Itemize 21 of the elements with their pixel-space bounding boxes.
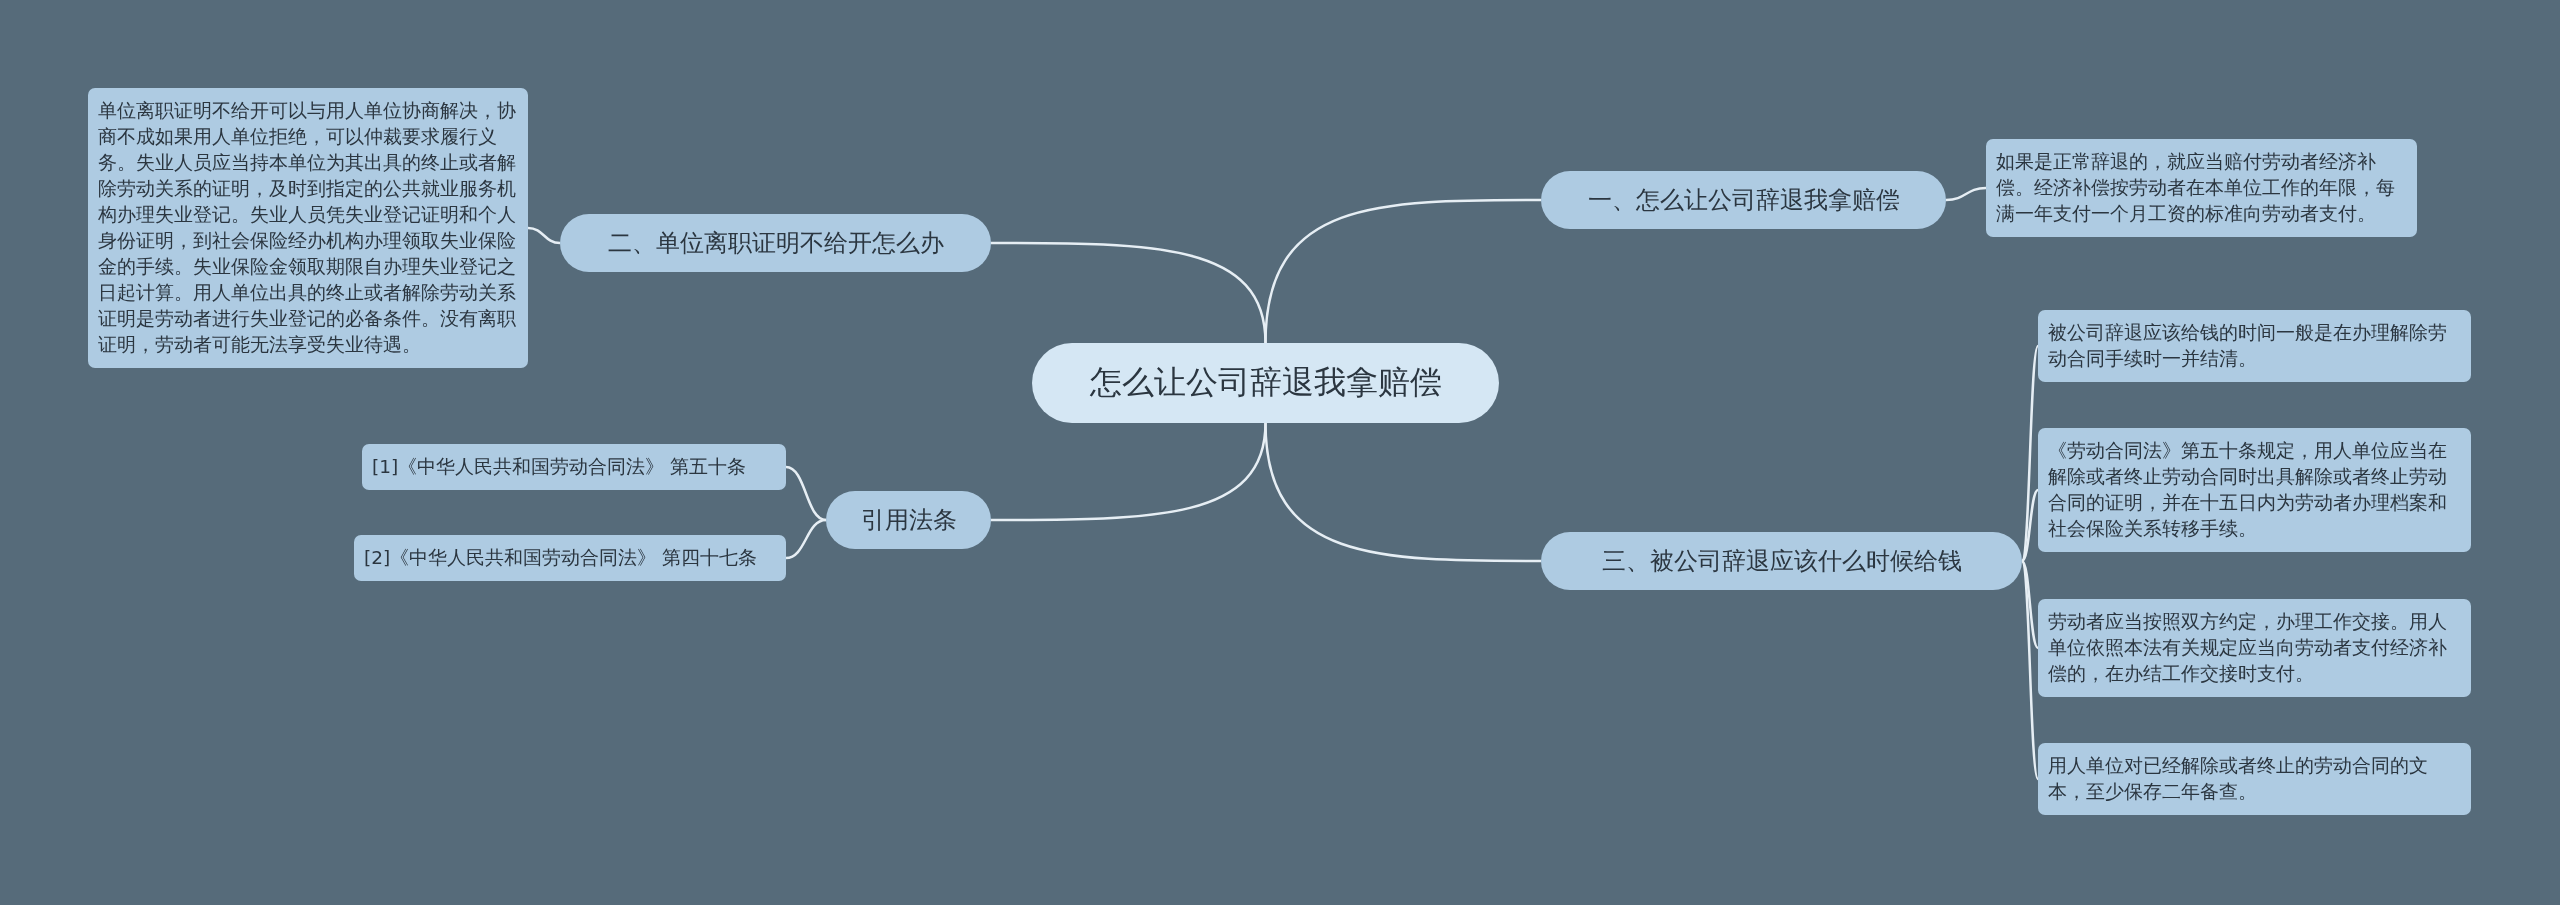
branch-topic: 引用法条 xyxy=(826,491,991,549)
connector-line xyxy=(785,465,827,522)
note-box: [2]《中华人民共和国劳动合同法》 第四十七条 xyxy=(354,535,786,581)
connector-line xyxy=(785,518,827,560)
note-box: 单位离职证明不给开可以与用人单位协商解决，协商不成如果用人单位拒绝，可以仲裁要求履行义务。失业人员应当持本单位为其出具的终止或者解除劳动关系的证明，及时到指定的公共就业服务机构办理失业登记。失业人员凭失业登记证明和个人身份证明，到社会保险经办机构办理领取失业保险金的手续。失业保险金领取期限自办理失业登记之日起计算。用人单位出具的终止或者解除劳动关系证明是劳动者进行失业登记的必备条件。没有离职证明，劳动者可能无法享受失业待遇。 xyxy=(88,88,528,368)
central-topic: 怎么让公司辞退我拿赔偿 xyxy=(1032,343,1499,423)
branch-topic: 三、被公司辞退应该什么时候给钱 xyxy=(1541,532,2022,590)
connector-line xyxy=(2021,560,2039,649)
connector-line xyxy=(991,241,1267,344)
branch-topic: 二、单位离职证明不给开怎么办 xyxy=(560,214,991,272)
connector-line xyxy=(527,226,561,245)
connector-line xyxy=(2021,489,2039,562)
note-box: 如果是正常辞退的，就应当赔付劳动者经济补偿。经济补偿按劳动者在本单位工作的年限，每满一年支付一个月工资的标准向劳动者支付。 xyxy=(1986,139,2417,237)
connector-line xyxy=(1264,422,1541,563)
note-box: 被公司辞退应该给钱的时间一般是在办理解除劳动合同手续时一并结清。 xyxy=(2038,310,2471,382)
branch-topic: 一、怎么让公司辞退我拿赔偿 xyxy=(1541,171,1946,229)
note-box: 《劳动合同法》第五十条规定，用人单位应当在解除或者终止劳动合同时出具解除或者终止劳动合同的证明，并在十五日内为劳动者办理档案和社会保险关系转移手续。 xyxy=(2038,428,2471,552)
connector-line xyxy=(1945,186,1987,202)
note-box: 劳动者应当按照双方约定，办理工作交接。用人单位依照本法有关规定应当向劳动者支付经济补偿的，在办结工作交接时支付。 xyxy=(2038,599,2471,697)
note-box: [1]《中华人民共和国劳动合同法》 第五十条 xyxy=(362,444,786,490)
note-box: 用人单位对已经解除或者终止的劳动合同的文本，至少保存二年备查。 xyxy=(2038,743,2471,815)
